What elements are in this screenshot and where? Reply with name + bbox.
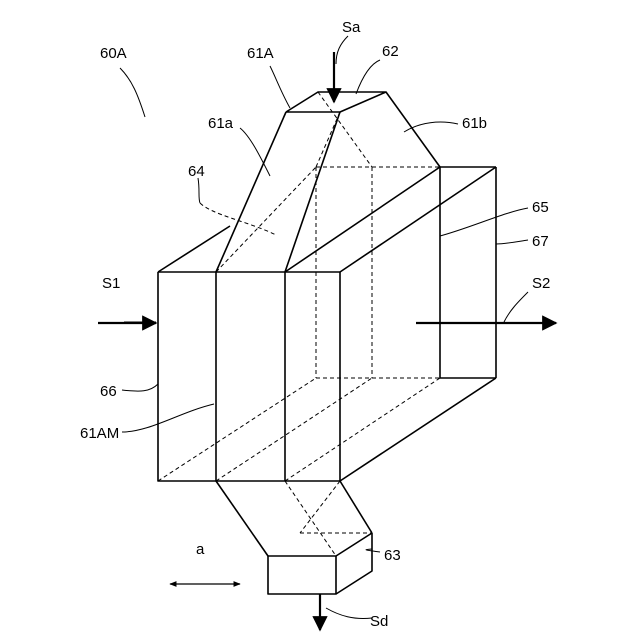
label-62: 62 xyxy=(382,43,399,60)
bottom-hopper xyxy=(216,481,372,594)
label-sd: Sd xyxy=(370,613,388,630)
label-66: 66 xyxy=(100,383,117,400)
top-hopper xyxy=(216,92,440,272)
hidden-edges xyxy=(158,92,440,556)
flow-arrows xyxy=(98,52,556,630)
label-60a: 60A xyxy=(100,45,127,62)
label-s2: S2 xyxy=(532,275,550,292)
label-67: 67 xyxy=(532,233,549,250)
label-61a-lower: 61a xyxy=(208,115,234,132)
label-61am: 61AM xyxy=(80,425,119,442)
label-sa: Sa xyxy=(342,19,361,36)
label-61b: 61b xyxy=(462,115,487,132)
label-a: a xyxy=(196,541,205,558)
label-65: 65 xyxy=(532,199,549,216)
label-63: 63 xyxy=(384,547,401,564)
label-s1: S1 xyxy=(102,275,120,292)
label-61a: 61A xyxy=(247,45,274,62)
label-64: 64 xyxy=(188,163,205,180)
labels: 60A 61A Sa 62 61a 61b 64 65 67 S1 S2 66 … xyxy=(80,19,550,630)
